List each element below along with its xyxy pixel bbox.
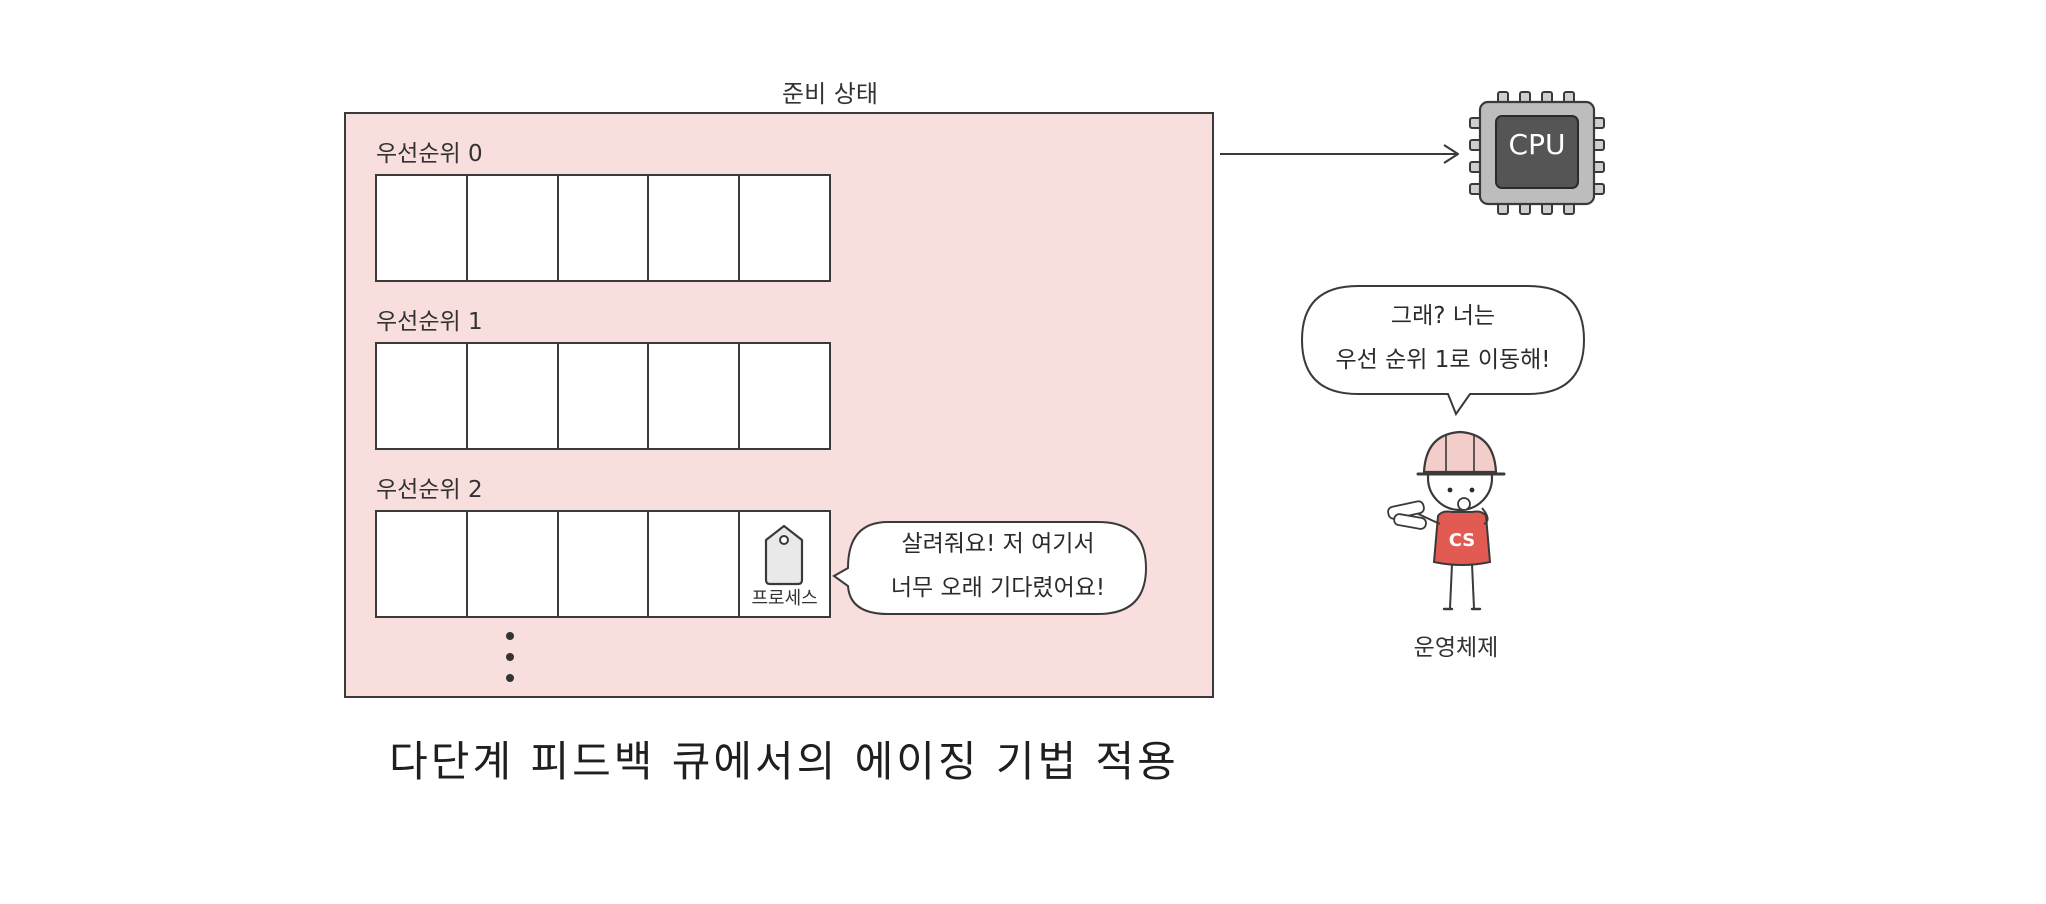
queue-slot bbox=[467, 176, 559, 280]
process-speech-line-2: 너무 오래 기다렸어요! bbox=[890, 575, 1106, 601]
queue-label-priority-0: 우선순위 0 bbox=[376, 141, 483, 167]
os-speech-line-1: 그래? 너는 bbox=[1390, 303, 1496, 329]
queue-slot bbox=[377, 512, 468, 616]
queue-slot bbox=[558, 176, 650, 280]
queue-slot bbox=[740, 344, 829, 448]
process-speech-line-1: 살려줘요! 저 여기서 bbox=[901, 531, 1095, 557]
process-tag-icon bbox=[765, 524, 804, 586]
ready-state-title: 준비 상태 bbox=[782, 80, 878, 108]
queue-slot bbox=[377, 344, 468, 448]
os-speech-line-2: 우선 순위 1로 이동해! bbox=[1335, 347, 1551, 373]
queue-label-priority-1: 우선순위 1 bbox=[376, 309, 483, 335]
os-label: 운영체제 bbox=[1413, 635, 1499, 661]
queue-slot bbox=[649, 344, 741, 448]
queue-slot bbox=[740, 176, 829, 280]
queue-slot bbox=[558, 344, 650, 448]
queue-priority-0 bbox=[375, 174, 831, 282]
queue-slot bbox=[558, 512, 650, 616]
queue-slot-process: 프로세스 bbox=[740, 512, 829, 616]
queue-slot bbox=[377, 176, 468, 280]
queue-slot bbox=[649, 176, 741, 280]
queue-slot bbox=[649, 512, 741, 616]
os-speech-bubble bbox=[1300, 285, 1586, 417]
process-label: 프로세스 bbox=[751, 588, 818, 609]
figure-caption: 다단계 피드백 큐에서의 에이징 기법 적용 bbox=[389, 737, 1179, 786]
operating-system-character-icon: CS bbox=[1387, 430, 1506, 611]
queue-slot bbox=[467, 512, 559, 616]
shirt-logo: CS bbox=[1449, 530, 1476, 551]
process-speech-bubble bbox=[832, 521, 1148, 615]
queue-priority-2: 프로세스 bbox=[375, 510, 831, 618]
more-queues-ellipsis bbox=[506, 632, 516, 686]
arrow-to-cpu-icon bbox=[1220, 144, 1460, 164]
cpu-chip-icon bbox=[1469, 91, 1605, 215]
queue-slot bbox=[467, 344, 559, 448]
cpu-label: CPU bbox=[1508, 128, 1566, 161]
queue-priority-1 bbox=[375, 342, 831, 450]
queue-label-priority-2: 우선순위 2 bbox=[376, 477, 483, 503]
